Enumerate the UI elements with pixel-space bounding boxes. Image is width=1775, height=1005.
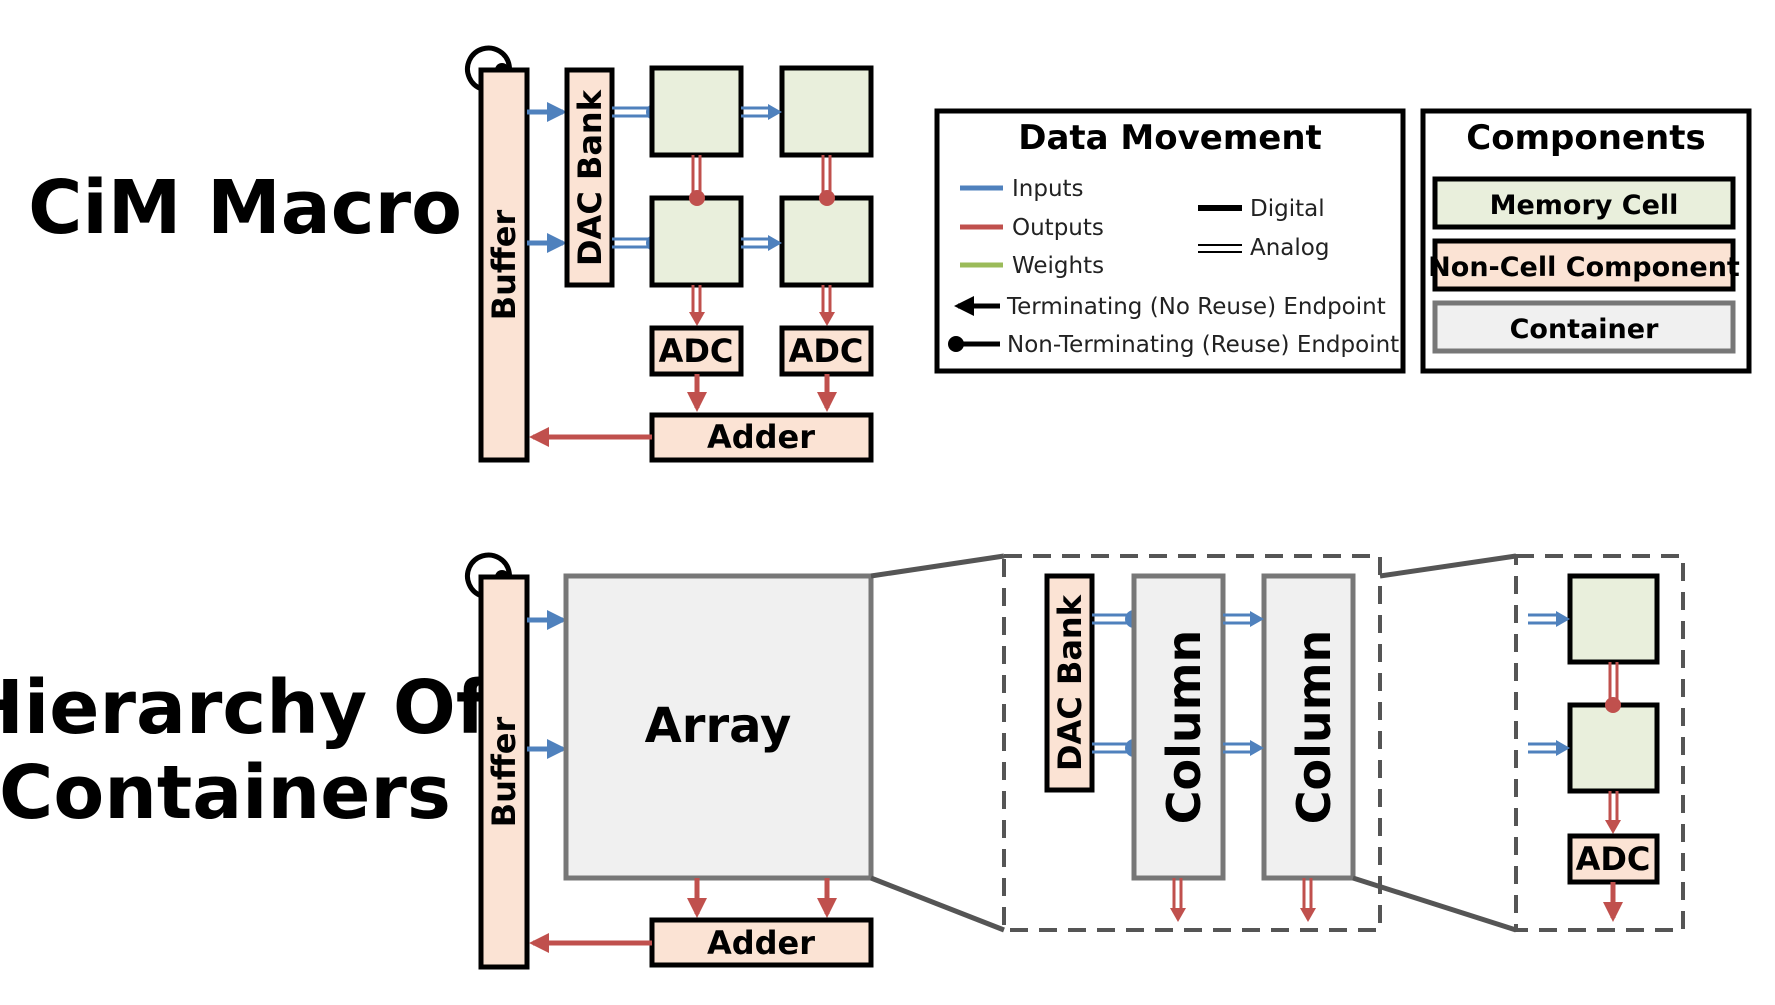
column-container: Column <box>1261 573 1356 881</box>
output-arrowhead <box>1300 908 1316 922</box>
analog-output-lines <box>1172 878 1313 910</box>
legend-outputs-label: Outputs <box>1012 215 1104 241</box>
column-label: Column <box>1287 630 1341 825</box>
buffer-label: Buffer <box>485 209 523 320</box>
adc-block: ADC <box>779 325 874 377</box>
input-arrowhead <box>768 235 782 251</box>
input-arrowhead <box>1556 740 1570 756</box>
analog-input-lines <box>1092 613 1134 754</box>
legend-weights-label: Weights <box>1012 253 1104 279</box>
legend-data-movement <box>934 108 1406 374</box>
memory-cell <box>649 65 744 158</box>
column-expanded-frame <box>1514 554 1685 932</box>
legend-terminating-label: Terminating (No Reuse) Endpoint <box>1006 294 1386 320</box>
column-label: Column <box>1157 630 1211 825</box>
legend-memory-cell-label: Memory Cell <box>1490 190 1679 221</box>
output-arrowhead <box>819 312 835 326</box>
array-label: Array <box>645 698 792 754</box>
column-container: Column <box>1131 573 1226 881</box>
memory-cell <box>1567 573 1660 665</box>
analog-output-lines <box>691 155 832 198</box>
output-arrowhead <box>689 312 705 326</box>
dac-bank-label: DAC Bank <box>1051 594 1089 771</box>
analog-input-lines <box>1528 613 1557 754</box>
array-container: Array <box>563 573 874 881</box>
adder-block: Adder <box>649 412 874 463</box>
legend-analog-label: Analog <box>1250 235 1329 261</box>
legend-inputs-label: Inputs <box>1012 176 1084 202</box>
legend-container-label: Container <box>1510 314 1660 345</box>
legend-non-terminating-label: Non-Terminating (Reuse) Endpoint <box>1007 332 1399 358</box>
zoom-line <box>1379 553 1517 579</box>
output-arrowhead <box>1605 820 1621 834</box>
zoom-line <box>1352 875 1517 933</box>
dac-bank-block: DAC Bank <box>1044 573 1095 793</box>
input-arrowhead <box>1250 611 1264 627</box>
buffer-label: Buffer <box>485 716 523 827</box>
array-expanded-frame <box>1002 554 1382 932</box>
legend-container-swatch <box>1432 300 1736 354</box>
analog-output-lines <box>691 285 832 314</box>
adder-label: Adder <box>707 418 815 456</box>
analog-input-lines <box>1223 613 1252 754</box>
memory-cell <box>779 65 874 158</box>
dac-bank-block: DAC Bank <box>564 67 615 288</box>
adder-block: Adder <box>649 917 874 968</box>
adc-label: ADC <box>1576 840 1651 878</box>
adc-block: ADC <box>1567 833 1660 885</box>
memory-cell <box>779 195 874 288</box>
reuse-endpoint-dot <box>819 190 835 206</box>
memory-cell <box>1567 702 1660 794</box>
adc-label: ADC <box>659 332 734 370</box>
buffer-block: Buffer <box>478 574 530 970</box>
legend-non-cell-swatch <box>1432 238 1736 292</box>
input-arrowhead <box>768 104 782 120</box>
reuse-endpoint-dot <box>689 190 705 206</box>
reuse-endpoint-dot <box>1605 697 1621 713</box>
zoom-line <box>870 875 1005 933</box>
analog-input-lines <box>741 106 770 249</box>
adc-label: ADC <box>789 332 864 370</box>
buffer-block: Buffer <box>478 67 530 463</box>
section-title-hierarchy-line1: Hierarchy Of <box>0 665 489 751</box>
input-arrowhead <box>1556 611 1570 627</box>
zoom-line <box>870 553 1005 579</box>
legend-non-cell-label: Non-Cell Component <box>1428 252 1740 283</box>
legend-digital-label: Digital <box>1250 196 1325 222</box>
section-title-cim-macro: CiM Macro <box>28 165 462 251</box>
legend-data-movement-title: Data Movement <box>1018 118 1322 158</box>
adder-label: Adder <box>707 924 815 962</box>
legend-reuse-dot <box>948 336 964 352</box>
memory-cell <box>649 195 744 288</box>
legend-memory-cell-swatch <box>1432 176 1736 230</box>
section-title-hierarchy-line2: Containers <box>0 750 451 836</box>
analog-input-lines <box>612 106 652 249</box>
input-arrowhead <box>1250 740 1264 756</box>
adc-block: ADC <box>649 325 744 377</box>
output-arrowhead <box>1170 908 1186 922</box>
dac-bank-label: DAC Bank <box>571 89 609 266</box>
legend-components-title: Components <box>1466 118 1705 158</box>
